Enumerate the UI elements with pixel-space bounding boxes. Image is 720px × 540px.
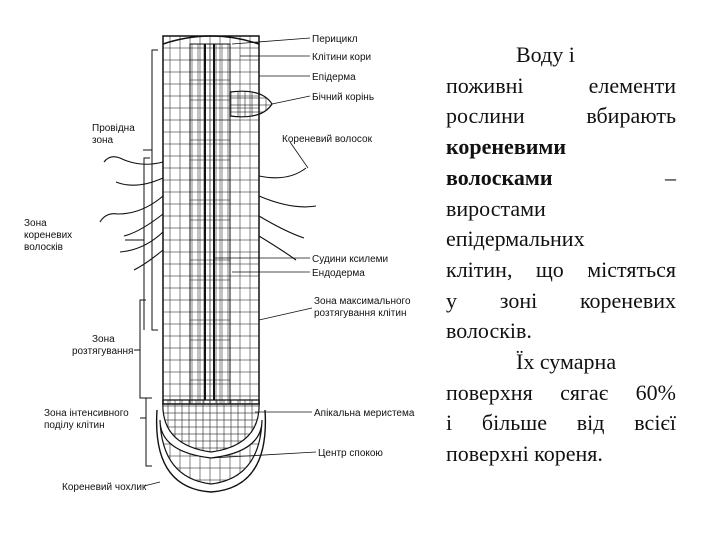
root-tip	[155, 399, 267, 493]
label-conducting-zone-1: Провідна	[92, 123, 135, 134]
text-line: клітин, що містяться	[446, 256, 676, 282]
label-root-hair: Кореневий волосок	[282, 134, 373, 145]
label-elongation-zone-1: Зона	[92, 334, 115, 345]
label-conducting-zone-2: зона	[92, 135, 114, 146]
zone-brackets	[125, 49, 158, 467]
label-root-cap: Кореневий чохлик	[62, 482, 147, 493]
paragraph-1: Воду і поживні елементи рослини вбирають…	[446, 40, 676, 347]
label-division-zone-1: Зона інтенсивного	[44, 408, 129, 419]
label-quiescent-center: Центр спокою	[318, 448, 383, 459]
text-line: рослини вбирають	[446, 103, 676, 129]
label-pericycle: Перицикл	[312, 34, 358, 45]
text-line: виростами	[446, 195, 546, 221]
text-line: поверхня сягає 60%	[446, 379, 676, 405]
dash: –	[552, 164, 676, 190]
lateral-root-bud	[229, 90, 273, 118]
label-xylem-vessels: Судини ксилеми	[312, 254, 388, 265]
description-text: Воду і поживні елементи рослини вбирають…	[446, 40, 676, 470]
text-line: поверхні кореня.	[446, 441, 603, 467]
label-endodermis: Ендодерма	[312, 268, 365, 279]
label-hair-zone-3: волосків	[24, 242, 63, 253]
bold-term: волосками	[446, 164, 553, 190]
label-lateral-root: Бічний корінь	[312, 92, 374, 103]
leader-lines	[143, 37, 317, 487]
label-elongation-zone-2: розтягування	[72, 346, 133, 357]
label-max-elongation-2: розтягування клітин	[314, 308, 406, 319]
label-hair-zone-1: Зона	[24, 218, 47, 229]
label-division-zone-2: поділу клітин	[44, 420, 105, 431]
text-line: епідермальних	[446, 226, 585, 252]
text-line: поживні елементи	[446, 72, 676, 98]
text-line: у зоні кореневих	[446, 287, 676, 313]
label-epidermis: Епідерма	[312, 72, 356, 83]
label-hair-zone-2: кореневих	[24, 230, 72, 241]
label-apical-meristem: Апікальна меристема	[314, 408, 415, 419]
text-line: Воду і	[516, 42, 575, 67]
text-line: волосками –	[446, 163, 676, 194]
text-line: волосків.	[446, 318, 532, 344]
label-root-cells: Клітини кори	[312, 52, 371, 63]
label-max-elongation-1: Зона максимального	[314, 296, 411, 307]
text-line: і більше від всієї	[446, 410, 676, 436]
bold-term: кореневими	[446, 134, 567, 160]
paragraph-2: Їх сумарна поверхня сягає 60% і більше в…	[446, 347, 676, 470]
text-line: Їх сумарна	[516, 349, 617, 375]
text-line: кореневими	[446, 132, 676, 163]
root-structure-diagram: Перицикл Клітини кори Епідерма Бічний ко…	[24, 34, 415, 493]
